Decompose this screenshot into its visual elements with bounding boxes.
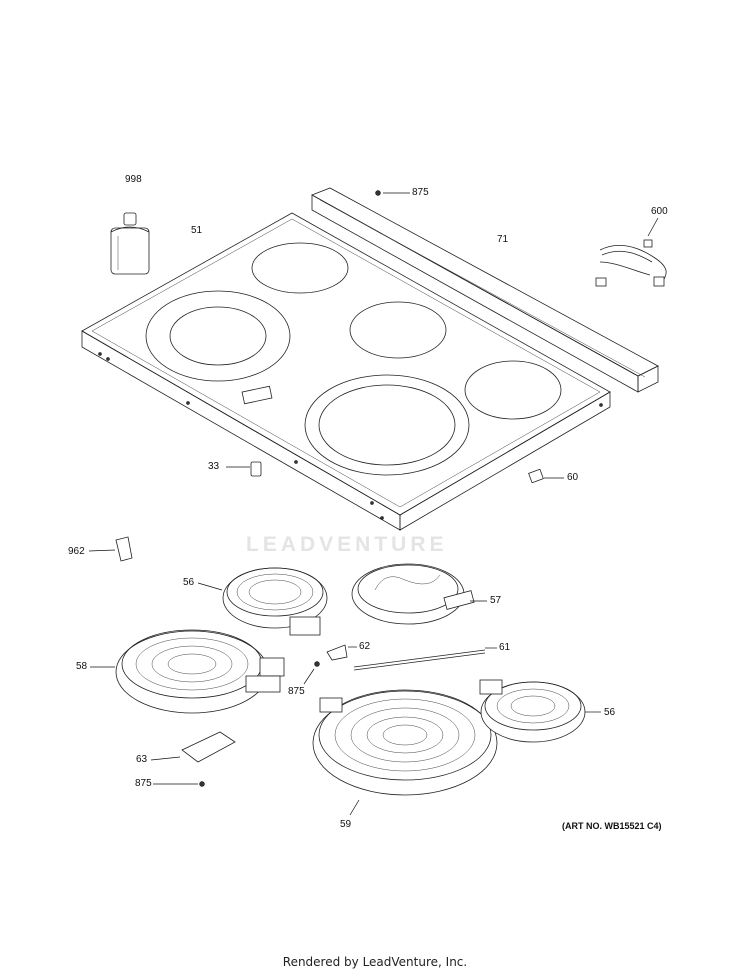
rear-trim-71 [311,187,659,393]
plate-63 [150,731,236,763]
callout-33: 33 [208,461,220,472]
bracket-60 [528,468,564,484]
callout-61: 61 [499,642,511,653]
screw-875-top [375,190,410,196]
callout-62: 62 [359,641,371,652]
footer-credit: Rendered by LeadVenture, Inc. [282,955,468,969]
cooktop-glass-51 [81,212,611,531]
callout-998: 998 [125,174,142,185]
wire-harness-600 [595,217,667,287]
art-number: (ART NO. WB15521 C4) [562,821,662,831]
callout-60: 60 [567,472,579,483]
callout-57: 57 [490,595,502,606]
cleaner-bottle-998 [110,212,150,275]
callout-71: 71 [497,234,509,245]
element-57 [351,563,487,625]
callout-600: 600 [651,206,668,217]
callout-56-upper: 56 [183,577,195,588]
clip-962 [88,536,133,562]
screw-875-middle [303,661,320,685]
screw-875-bottom [153,781,205,787]
callout-875-middle: 875 [288,686,305,697]
callout-56-right: 56 [604,707,616,718]
callout-51: 51 [191,225,203,236]
rod-61 [353,647,497,671]
element-56-right [479,679,601,743]
watermark: LEADVENTURE [246,533,448,556]
callout-63: 63 [136,754,148,765]
callout-58: 58 [76,661,88,672]
callout-59: 59 [340,819,352,830]
element-58 [90,629,285,714]
element-56-upper [197,567,328,636]
bracket-62 [326,644,357,661]
element-59 [312,689,498,816]
callout-875-bottom: 875 [135,778,152,789]
callout-962: 962 [68,546,85,557]
clip-33 [226,461,262,477]
callout-875-top: 875 [412,187,429,198]
